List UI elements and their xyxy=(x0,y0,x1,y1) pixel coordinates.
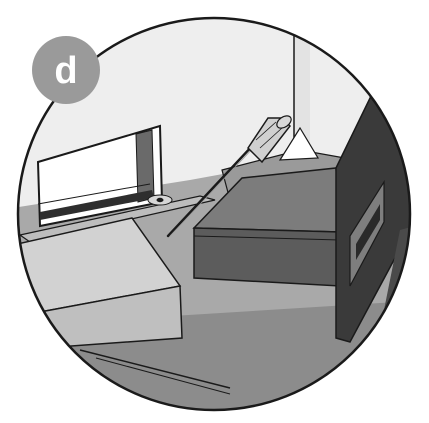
step-badge-letter: d xyxy=(54,50,77,92)
wall-plug-hole-icon xyxy=(148,195,172,205)
step-badge: d xyxy=(32,36,100,104)
